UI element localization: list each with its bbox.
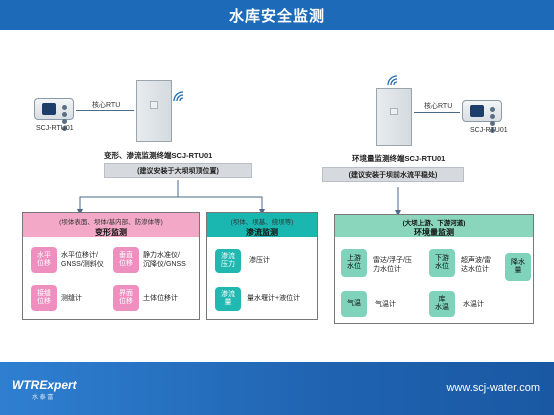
upstream-level-sensors: 雷达/浮子/压 力水位计: [373, 257, 412, 273]
reservoir-temperature-tag: 库 水温: [429, 291, 455, 317]
interface-displacement-sensors: 土体位移计: [143, 295, 178, 302]
website-url: www.scj-water.com: [446, 382, 540, 394]
rtu-link-line: [76, 110, 134, 111]
page-title: 水库安全监测: [228, 7, 325, 25]
rtu-label: SCJ-RTU01: [36, 125, 74, 132]
wifi-icon: [387, 75, 398, 86]
core-rtu-label: 核心RTU: [92, 102, 121, 109]
terminal-cabinet-icon: [136, 80, 172, 142]
core-rtu-label: 核心RTU: [424, 103, 453, 110]
seepage-pressure-sensors: 渗压计: [249, 257, 270, 264]
panel-subtitle: (坝体表面、坝体/基内部、防渗体等): [59, 219, 163, 226]
seepage-pressure-tag: 渗流 压力: [215, 249, 241, 273]
downstream-level-sensors: 超声波/雷 达水位计: [461, 257, 491, 273]
seepage-flow-tag: 渗流 量: [215, 287, 241, 311]
deformation-panel: (坝体表面、坝体/基内部、防渗体等) 变形监测 水平 位移 水平位移计/ GNS…: [22, 212, 200, 320]
rtu-link-line: [414, 112, 460, 113]
terminal-title: 变形、渗流监测终端SCJ-RTU01: [104, 151, 213, 160]
reservoir-temperature-sensors: 水温计: [463, 301, 484, 308]
horizontal-displacement-sensors: 水平位移计/ GNSS/测斜仪: [61, 252, 104, 268]
wifi-icon: [173, 91, 184, 102]
rtu-device-icon: [34, 98, 74, 131]
panel-title: 变形监测: [95, 228, 127, 237]
panel-subtitle: (大坝上游、下游河道): [402, 220, 466, 227]
interface-displacement-tag: 界面 位移: [113, 285, 139, 311]
install-note: (建议安装于大坝坝顶位置): [104, 163, 252, 178]
downstream-level-tag: 下游 水位: [429, 249, 455, 277]
terminal-cabinet-icon: [376, 88, 412, 146]
install-note: (建议安装于坝前水流平稳处): [322, 167, 464, 182]
rtu-label: SCJ-RTU01: [470, 127, 508, 134]
seepage-panel: (坝体、坝基、绕坝等) 渗流监测 渗流 压力 渗压计 渗流 量 量水堰计+液位计: [206, 212, 318, 320]
air-temperature-tag: 气温: [341, 291, 367, 317]
environment-panel: (大坝上游、下游河道) 环境量监测 上游 水位 雷达/浮子/压 力水位计 下游 …: [334, 214, 534, 324]
company-logo: WTRExpert 水 泰 富: [12, 378, 77, 401]
joint-displacement-tag: 接缝 位移: [31, 285, 57, 311]
rtu-device-icon: [462, 100, 502, 133]
footer-bar: WTRExpert 水 泰 富 www.scj-water.com: [0, 362, 554, 415]
panel-title: 渗流监测: [246, 228, 278, 237]
seepage-flow-sensors: 量水堰计+液位计: [247, 295, 301, 302]
joint-displacement-sensors: 测缝计: [61, 295, 82, 302]
panel-subtitle: (坝体、坝基、绕坝等): [230, 219, 294, 226]
terminal-title: 环境量监测终端SCJ-RTU01: [352, 154, 446, 163]
panel-title: 环境量监测: [414, 228, 454, 237]
precipitation-tag: 降水 量: [505, 253, 531, 281]
air-temperature-sensors: 气温计: [375, 301, 396, 308]
vertical-displacement-sensors: 静力水准仪/ 沉降仪/GNSS: [143, 252, 186, 268]
horizontal-displacement-tag: 水平 位移: [31, 247, 57, 273]
upstream-level-tag: 上游 水位: [341, 249, 367, 277]
vertical-displacement-tag: 垂直 位移: [113, 247, 139, 273]
header-banner: 水库安全监测: [0, 0, 554, 30]
